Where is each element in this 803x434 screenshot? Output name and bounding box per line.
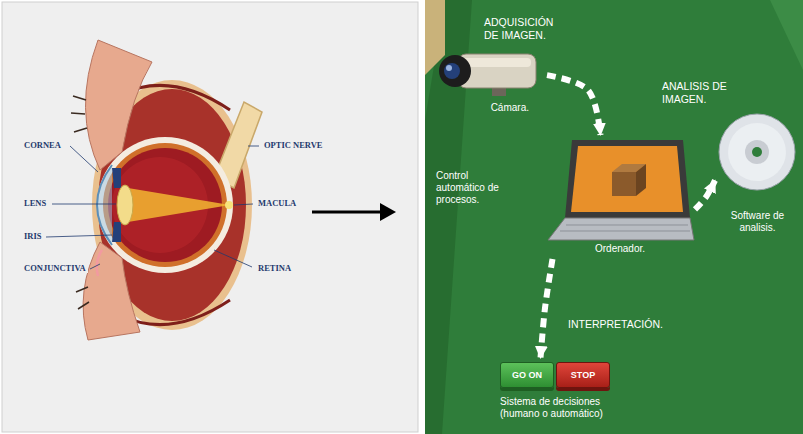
part-label: RETINA xyxy=(256,263,293,273)
eyelash xyxy=(76,287,88,292)
cornea xyxy=(97,165,112,245)
lower-eyelid xyxy=(83,242,140,340)
panel-shade xyxy=(425,0,472,434)
macula xyxy=(225,201,233,209)
node-label: Sistema de decisiones (humano o automáti… xyxy=(500,396,625,420)
laptop-icon xyxy=(548,140,694,240)
step-label: INTERPRETACIÓN. xyxy=(568,318,663,331)
flow-arrow xyxy=(695,180,715,209)
flow-arrow xyxy=(541,259,553,358)
laptop-base xyxy=(548,218,694,240)
node-label: Cámara. xyxy=(432,102,529,114)
sclera xyxy=(97,137,233,273)
iris xyxy=(112,168,121,188)
disc-hub xyxy=(745,140,769,164)
go-button: GO ON xyxy=(500,362,554,388)
button-label: STOP xyxy=(571,370,595,381)
leader-line xyxy=(214,250,252,267)
conjunctiva xyxy=(97,250,102,276)
eyelashes xyxy=(71,96,89,309)
disc-hole xyxy=(752,147,762,157)
part-label: CONJUNCTIVA xyxy=(22,263,88,273)
disc-icon xyxy=(719,114,795,190)
leader-line xyxy=(234,204,253,205)
eyelash xyxy=(74,128,87,132)
disc-sheen xyxy=(728,123,786,181)
leader-line xyxy=(46,235,112,237)
camera-lens-glass xyxy=(444,63,460,79)
computer-node: Ordenador. xyxy=(545,135,695,259)
left-panel xyxy=(2,2,418,432)
part-label: LENS xyxy=(22,198,48,208)
part-label: OPTIC NERVE xyxy=(262,140,325,150)
cube-front xyxy=(612,172,636,196)
transition-arrow xyxy=(312,211,382,214)
leader-line xyxy=(90,264,100,269)
node-label: Software de analisis. xyxy=(715,210,800,234)
part-label: CORNEA xyxy=(22,140,63,150)
camera-icon xyxy=(439,54,536,96)
node-label: Ordenador. xyxy=(545,243,695,255)
eyelash xyxy=(73,96,86,100)
decision-system-node: Sistema de decisiones (humano o automáti… xyxy=(495,358,625,424)
iris xyxy=(112,222,121,242)
part-label: IRIS xyxy=(22,231,43,241)
eyelash xyxy=(78,302,89,309)
leader-line xyxy=(248,146,259,147)
laptop-screen xyxy=(571,146,683,212)
step-label: Control automático de procesos. xyxy=(436,170,518,206)
camera-node: Cámara. xyxy=(432,40,547,118)
panel-light xyxy=(770,0,803,70)
leader-line xyxy=(52,204,116,205)
camera-lens xyxy=(439,55,471,87)
software-node: Software de analisis. xyxy=(715,110,800,238)
cube-side xyxy=(636,164,646,196)
keyboard-row xyxy=(560,231,690,232)
keyboard-row xyxy=(566,225,688,226)
step-label: ADQUISICIÓN DE IMAGEN. xyxy=(484,16,566,41)
transition-arrowhead xyxy=(380,203,396,221)
step-label: ANALISIS DE IMAGEN. xyxy=(662,80,732,105)
laptop-bezel xyxy=(565,140,690,218)
camera-lens-glint xyxy=(446,65,452,71)
right-panel xyxy=(425,0,803,434)
leader-lines xyxy=(46,146,259,269)
eyelash xyxy=(71,113,85,114)
part-label: MACULA xyxy=(256,198,298,208)
camera-highlight xyxy=(463,58,531,67)
disc xyxy=(719,114,795,190)
lens xyxy=(117,185,133,225)
light-cone xyxy=(128,188,230,222)
upper-eyelid xyxy=(85,40,152,170)
button-label: GO ON xyxy=(512,370,542,381)
stop-button: STOP xyxy=(556,362,610,388)
flow-arrow xyxy=(547,75,601,135)
leader-line xyxy=(70,146,98,172)
